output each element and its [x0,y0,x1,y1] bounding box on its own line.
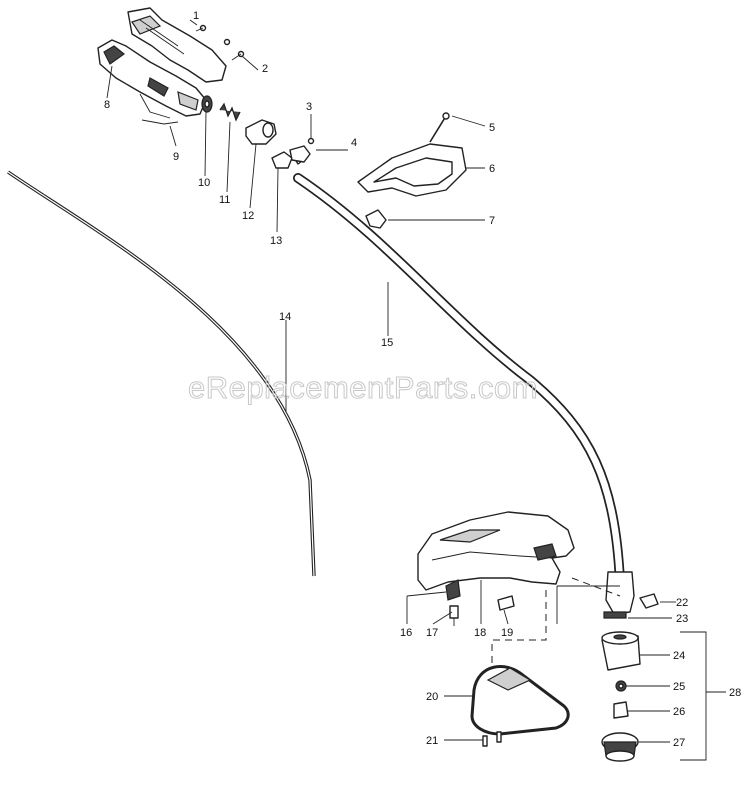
callout-25: 25 [673,681,685,693]
trimmer-head[interactable] [601,732,639,762]
leader-lines [106,19,726,761]
callout-20: 20 [426,691,438,703]
guard-screw[interactable] [449,605,459,626]
callout-16: 16 [400,627,412,639]
callout-6: 6 [489,163,495,175]
callout-4: 4 [351,137,357,149]
washer[interactable] [201,95,213,113]
callout-10: 10 [198,177,210,189]
handle-upper-half[interactable] [127,7,227,83]
throttle-clamp[interactable] [245,119,277,145]
blade-cover[interactable] [470,665,570,736]
callout-26: 26 [673,706,685,718]
callout-22: 22 [676,597,688,609]
callout-7: 7 [489,215,495,227]
handle-clip[interactable] [365,209,387,229]
callout-27: 27 [673,737,685,749]
callout-17: 17 [426,627,438,639]
callout-23: 23 [676,613,688,625]
guard-bracket[interactable] [445,579,461,601]
callout-3: 3 [306,101,312,113]
callout-18: 18 [474,627,486,639]
callout-19: 19 [501,627,513,639]
callout-21: 21 [426,735,438,747]
callout-24: 24 [673,650,685,662]
cover-screw[interactable] [482,731,502,747]
callout-labels: 1 2 3 4 5 6 7 8 9 10 11 12 13 14 15 16 1… [104,10,741,749]
drive-shaft[interactable] [293,173,635,619]
callout-13: 13 [270,235,282,247]
callout-14: 14 [279,311,291,323]
callout-5: 5 [489,122,495,134]
guard-clip[interactable] [497,595,515,611]
callout-28: 28 [729,687,741,699]
callout-2: 2 [262,63,268,75]
watermark-text: eReplacementParts.com [188,370,538,405]
pin[interactable] [307,137,315,145]
assist-handle[interactable] [357,143,467,197]
flex-cable[interactable] [7,170,316,577]
decal[interactable] [141,119,179,125]
callout-12: 12 [242,210,254,222]
spring[interactable] [219,102,241,122]
callout-11: 11 [219,194,230,206]
trimmer-guard[interactable] [417,511,575,591]
callout-1: 1 [193,10,199,22]
spool-housing[interactable] [601,631,641,671]
bolt[interactable] [429,112,450,143]
callout-8: 8 [104,99,110,111]
nut[interactable] [615,680,627,692]
callout-9: 9 [173,151,179,163]
handle-lower-half[interactable] [97,39,207,119]
shaft-clip[interactable] [639,593,659,609]
callout-15: 15 [381,337,393,349]
adapter[interactable] [613,701,629,719]
nut[interactable] [289,145,311,163]
handle-screw-1[interactable] [195,24,245,61]
